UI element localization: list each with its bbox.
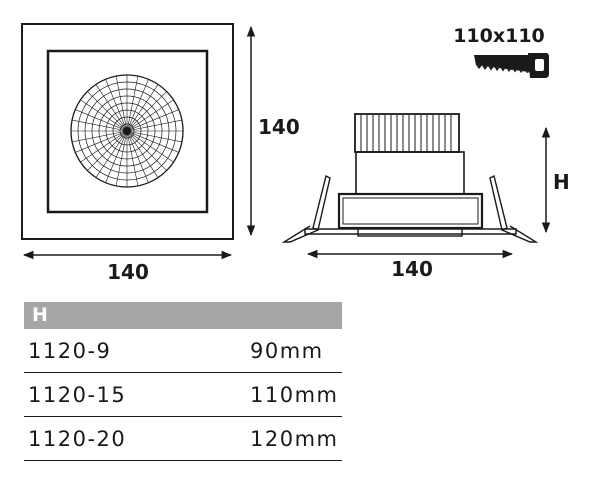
- lens-spoke: [126, 79, 149, 132]
- model-cell: 1120-20: [28, 427, 127, 451]
- height-cell: 120mm: [250, 427, 339, 451]
- cutout-label: 110x110: [453, 25, 545, 47]
- housing-inner: [342, 197, 479, 225]
- lens-spoke: [105, 130, 128, 183]
- table-row: 1120-15 110mm: [24, 373, 342, 417]
- spring-clip-right: [489, 174, 539, 243]
- model-cell: 1120-15: [28, 383, 127, 407]
- saw-icon: [474, 53, 549, 78]
- front-width-label: 140: [107, 260, 149, 284]
- lens-spoke: [126, 99, 174, 132]
- lens-spoke: [80, 99, 128, 132]
- mounting-flange: [304, 228, 517, 235]
- table-row: 1120-9 90mm: [24, 329, 342, 373]
- driver-body: [355, 151, 465, 195]
- lens-spoke: [72, 119, 128, 132]
- outer-frame: [21, 23, 234, 240]
- lens-spoke: [126, 109, 179, 132]
- front-height-label: 140: [258, 115, 300, 139]
- lens-spoke: [87, 130, 128, 171]
- lens-spoke: [72, 130, 128, 143]
- lens-spoke: [126, 130, 139, 186]
- lens-spoke: [126, 130, 167, 171]
- lens-spoke: [126, 130, 179, 153]
- technical-drawing: 140 140 140 H 110x110: [21, 23, 570, 284]
- lens-spoke: [126, 91, 167, 132]
- lens-spoke: [126, 130, 149, 183]
- lens-spoke: [95, 130, 128, 178]
- side-height-label: H: [553, 170, 570, 194]
- lens-spoke: [80, 130, 128, 163]
- lens-spoke: [75, 109, 128, 132]
- lens-spoke: [115, 130, 128, 186]
- height-table: H 1120-9 90mm 1120-15 110mm 1120-20 120m…: [24, 302, 342, 461]
- table-header: H: [24, 302, 342, 329]
- lens-spoke: [87, 91, 128, 132]
- side-width-label: 140: [391, 257, 433, 281]
- lens-spoke: [126, 119, 182, 132]
- front-view: 140 140: [21, 23, 300, 284]
- table-row: 1120-20 120mm: [24, 417, 342, 461]
- lens-spoke: [95, 84, 128, 132]
- inner-frame: [46, 49, 209, 214]
- lens-spoke: [126, 84, 159, 132]
- lens-spoke: [126, 130, 182, 143]
- lens-grid: [70, 74, 184, 188]
- spring-clip-left: [281, 174, 331, 243]
- lens-spoke: [105, 79, 128, 132]
- lens-spoke: [75, 130, 128, 153]
- model-cell: 1120-9: [28, 339, 112, 363]
- lens-spoke: [115, 76, 128, 132]
- lens-spoke: [126, 130, 174, 163]
- side-view: 140 H: [281, 113, 570, 281]
- cutout-info: 110x110: [453, 25, 549, 78]
- lamp-housing: [337, 192, 484, 230]
- height-cell: 110mm: [250, 383, 339, 407]
- heatsink-fins: [354, 113, 460, 153]
- height-cell: 90mm: [250, 339, 324, 363]
- lens-spoke: [126, 76, 139, 132]
- lens-spoke: [126, 130, 159, 178]
- lower-ring: [357, 227, 463, 237]
- lens-center: [123, 127, 131, 135]
